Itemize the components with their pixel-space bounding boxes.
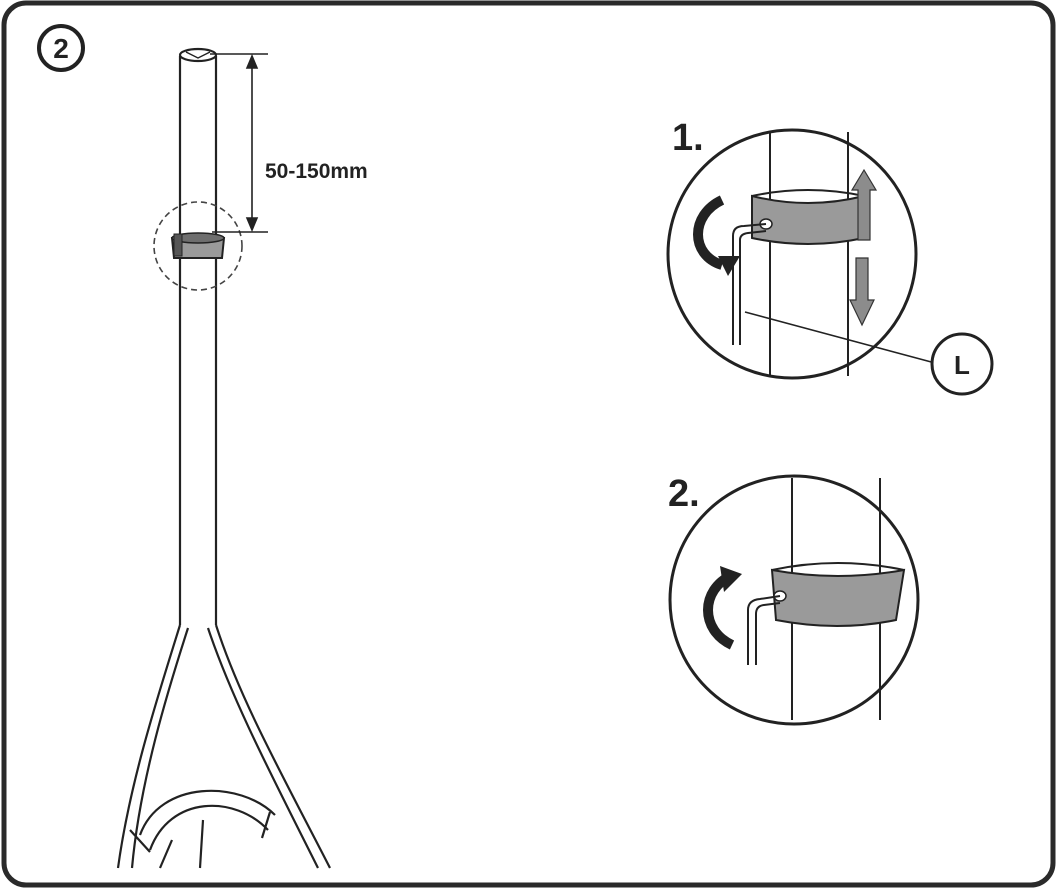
step-number: 2 — [53, 33, 69, 64]
step-badge: 2 — [37, 24, 85, 72]
clamp-highlight-circle — [153, 201, 243, 291]
tool-callout: L — [930, 332, 994, 396]
tool-callout-label: L — [954, 350, 970, 380]
substep-1-label: 1. — [672, 117, 704, 159]
height-dimension — [210, 53, 268, 233]
height-label: 50-150mm — [265, 160, 368, 183]
substep-2-label: 2. — [668, 473, 700, 515]
bike-frame — [116, 47, 331, 869]
detail-1-loosen — [666, 128, 936, 380]
seatpost-clamp — [170, 232, 226, 259]
detail-2-tighten — [668, 474, 920, 726]
